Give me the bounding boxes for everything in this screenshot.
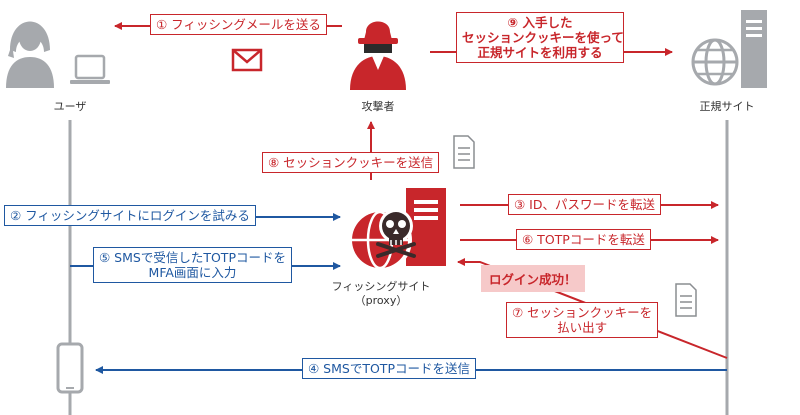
step8-box: ⑧ セッションクッキーを送信 xyxy=(262,152,440,173)
step4-box: ④ SMSでTOTPコードを送信 xyxy=(302,358,476,379)
phishing-site-label: フィッシングサイト （proxy） xyxy=(326,280,436,308)
server-globe-icon xyxy=(689,10,767,88)
attacker-label: 攻撃者 xyxy=(361,100,395,113)
step7-line1: ⑦ セッションクッキーを xyxy=(512,305,653,320)
step9-line2: セッションクッキーを使って xyxy=(462,30,624,45)
phishing-site-label-line1: フィッシングサイト xyxy=(331,280,431,293)
step1-box: ① フィッシングメールを送る xyxy=(150,14,327,35)
step9-line3: 正規サイトを利用する xyxy=(477,45,603,60)
phishing-site-label-line2: （proxy） xyxy=(354,294,408,307)
document-icon xyxy=(453,135,475,169)
step6-box: ⑥ TOTPコードを転送 xyxy=(516,229,651,250)
mail-icon xyxy=(231,48,263,72)
smartphone-icon xyxy=(56,342,84,394)
step5-line1: ⑤ SMSで受信したTOTPコードを xyxy=(99,250,286,265)
document-icon xyxy=(675,283,697,317)
step7-line2: 払い出す xyxy=(557,320,608,335)
legit-site-label: 正規サイト xyxy=(699,100,755,113)
step5-line2: MFA画面に入力 xyxy=(148,265,237,280)
laptop-icon xyxy=(70,54,110,84)
step2-box: ② フィッシングサイトにログインを試みる xyxy=(4,205,256,226)
phishing-server-icon xyxy=(348,188,446,272)
step5-box: ⑤ SMSで受信したTOTPコードを MFA画面に入力 xyxy=(93,247,292,283)
step9-box: ⑨ 入手した セッションクッキーを使って 正規サイトを利用する xyxy=(456,12,624,63)
user-icon xyxy=(6,21,54,88)
step3-box: ③ ID、パスワードを転送 xyxy=(508,194,661,215)
login-success-badge: ログイン成功！ xyxy=(481,265,585,292)
user-label: ユーザ xyxy=(53,100,87,113)
step9-line1: ⑨ 入手した xyxy=(507,15,573,30)
hacker-icon xyxy=(350,21,406,90)
step7-box: ⑦ セッションクッキーを 払い出す xyxy=(506,302,659,338)
